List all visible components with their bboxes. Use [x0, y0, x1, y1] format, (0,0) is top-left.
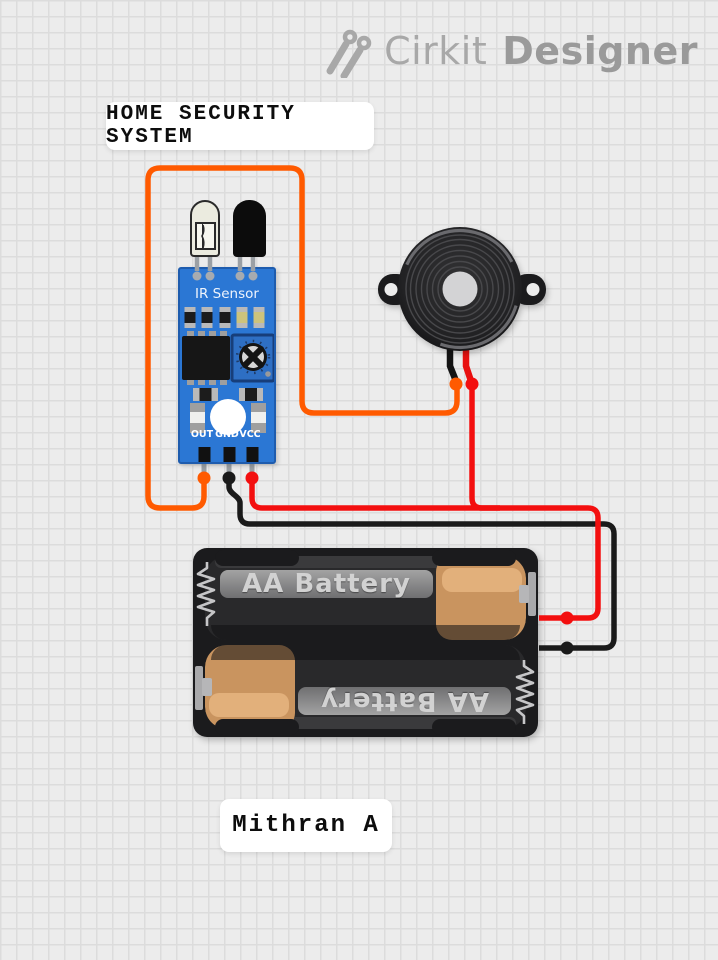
wire-gnd-to-battery-negative[interactable] — [226, 478, 617, 651]
retainer-clip — [432, 550, 516, 566]
brand-name-bold: Designer — [502, 29, 698, 73]
brand-name-regular: Cirkit — [384, 29, 488, 73]
positive-nub-left — [202, 678, 212, 696]
title-text: HOME SECURITY SYSTEM — [106, 103, 296, 149]
positive-nub-right — [519, 585, 529, 603]
speaker-rings — [405, 234, 515, 344]
junction-battery-positive — [560, 611, 574, 625]
rim-highlight — [399, 228, 521, 350]
ir-board-graphics — [182, 271, 274, 462]
retainer-clip — [432, 719, 516, 735]
junction-battery-negative — [560, 641, 574, 655]
title-annotation[interactable]: HOME SECURITY SYSTEM — [106, 102, 374, 150]
battery-shadow — [211, 625, 520, 640]
positive-plate-right — [528, 572, 536, 616]
author-text: Mithran A — [232, 812, 380, 839]
pin-label-gnd: GND — [215, 429, 239, 440]
sound-hole — [442, 271, 478, 307]
piezo-buzzer[interactable] — [376, 225, 548, 357]
smd-capacitors — [193, 388, 263, 401]
buzzer-negative-lead — [446, 340, 460, 385]
led-solder-pads — [192, 271, 258, 281]
smd-resistor-row — [184, 307, 265, 328]
battery-label: AA Battery — [242, 569, 411, 599]
app-watermark: Cirkit Designer — [323, 24, 698, 78]
pin-label-out: OUT — [190, 429, 214, 440]
negative-spring-left — [196, 562, 216, 626]
junction-gnd-pin — [222, 471, 236, 485]
junction-out-pin — [197, 471, 211, 485]
retainer-clip — [215, 550, 299, 566]
holder-contacts — [195, 562, 536, 724]
mounting-hole — [210, 399, 246, 435]
author-annotation[interactable]: Mithran A — [220, 799, 392, 852]
pin-label-vcc: VCC — [239, 429, 261, 440]
wire-vcc-to-battery-positive[interactable] — [249, 478, 601, 621]
cirkit-pins-icon — [326, 29, 372, 78]
ir-sensor-label: IR Sensor — [195, 286, 259, 302]
battery-holder[interactable]: AA Battery AA Battery — [193, 548, 538, 737]
wire-buzzer-positive-to-vcc-net[interactable] — [469, 384, 500, 511]
aa-battery-1[interactable]: AA Battery — [205, 556, 526, 640]
ir-receiver-led[interactable] — [233, 200, 266, 257]
wire-out-to-buzzer[interactable] — [145, 165, 460, 511]
pin-pads — [198, 447, 259, 462]
battery-label-band — [220, 570, 433, 598]
ir-emitter-led[interactable] — [190, 200, 220, 257]
connection-dots — [197, 377, 574, 655]
buzzer-positive-lead — [462, 340, 475, 385]
junction-buzzer-negative — [449, 377, 463, 391]
junction-vcc-pin — [245, 471, 259, 485]
potentiometer — [230, 333, 274, 383]
ir-sensor-module[interactable]: IR Sensor OUT GND VCC — [178, 267, 276, 464]
pin-label-row: OUT GND VCC — [180, 429, 274, 443]
led-die-detail — [195, 222, 216, 250]
junction-buzzer-positive — [465, 377, 479, 391]
tip-highlight — [442, 568, 522, 592]
ic-chip — [182, 331, 230, 385]
side-resistors — [190, 403, 266, 433]
negative-spring-right — [515, 660, 535, 724]
positive-plate-left — [195, 666, 203, 710]
retainer-clip — [215, 719, 299, 735]
